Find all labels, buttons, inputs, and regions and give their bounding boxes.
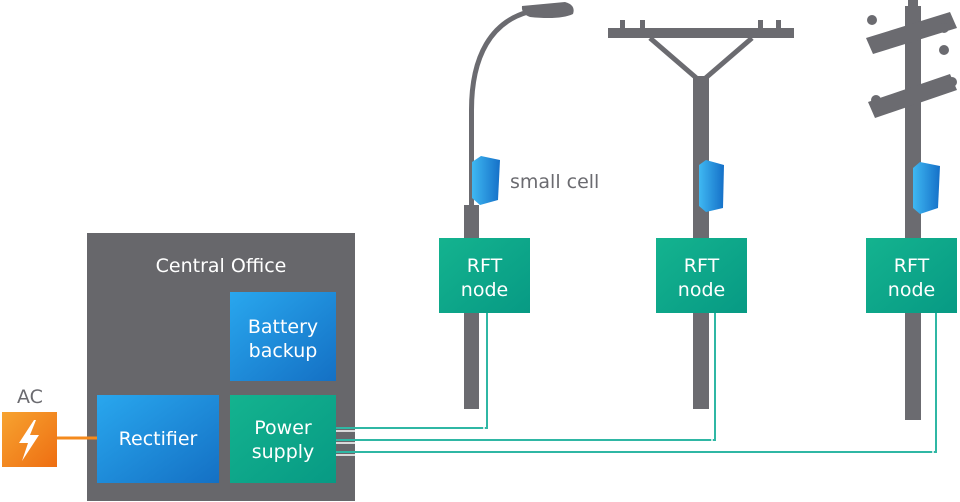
small-cell-antenna — [472, 156, 500, 205]
battery-backup-line1: Battery — [247, 316, 319, 338]
rectifier-box — [97, 395, 219, 483]
power-wires — [336, 312, 937, 453]
utility-pole-crossarm — [608, 20, 794, 409]
battery-backup-line2: backup — [248, 340, 318, 362]
rft-node-box — [866, 238, 957, 313]
rft-node-box — [656, 238, 747, 313]
rectifier-label: Rectifier — [118, 428, 198, 450]
ac-label: AC — [17, 386, 43, 408]
battery-backup-label: Battery backup — [230, 315, 336, 363]
power-supply-label: Power supply — [230, 416, 336, 464]
utility-pole-angled — [866, 0, 957, 420]
rft-node-line1: RFT — [466, 255, 503, 277]
rft-node-line2: node — [887, 279, 936, 301]
rft-node-label: RFT node — [866, 254, 957, 302]
small-cell-antenna — [699, 160, 724, 212]
rft-node-label: RFT node — [656, 254, 747, 302]
rft-node-box — [439, 238, 530, 313]
rft-node-line1: RFT — [683, 255, 720, 277]
rft-node-line2: node — [677, 279, 726, 301]
lightning-icon — [19, 420, 39, 461]
rft-node-line2: node — [460, 279, 509, 301]
small-cell-label: small cell — [510, 171, 600, 193]
power-supply-line2: supply — [251, 441, 315, 463]
rft-node-line1: RFT — [893, 255, 930, 277]
central-office-title: Central Office — [155, 255, 287, 277]
street-light-pole — [464, 2, 574, 409]
rft-node-label: RFT node — [439, 254, 530, 302]
power-supply-box — [230, 395, 336, 483]
battery-backup-box — [230, 292, 336, 381]
wire-highlights — [336, 312, 934, 456]
small-cell-antenna — [913, 162, 940, 214]
power-supply-line1: Power — [254, 417, 312, 439]
